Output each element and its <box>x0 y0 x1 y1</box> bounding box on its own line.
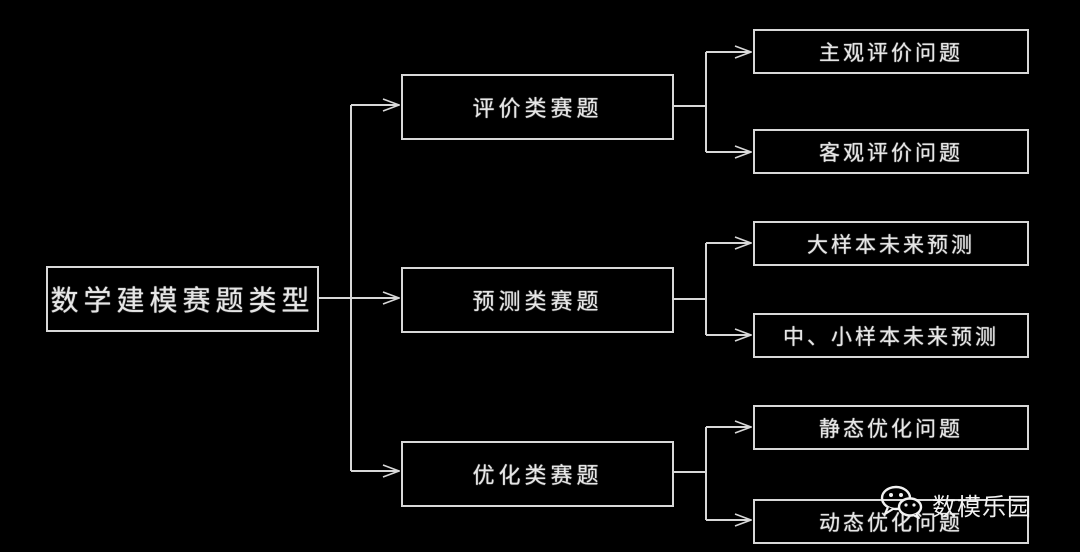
watermark: 数模乐园 <box>880 484 1032 524</box>
leaf-label: 静态优化问题 <box>819 416 963 441</box>
leaf-node-static-optimization: 静态优化问题 <box>753 405 1029 450</box>
root-node: 数学建模赛题类型 <box>46 266 319 332</box>
wechat-icon <box>880 484 924 524</box>
leaf-node-small-sample-prediction: 中、小样本未来预测 <box>753 313 1029 358</box>
category-node-prediction: 预测类赛题 <box>401 267 674 333</box>
category-label-optimization: 优化类赛题 <box>472 464 603 489</box>
leaf-node-objective-evaluation: 客观评价问题 <box>753 129 1029 174</box>
root-node-label: 数学建模赛题类型 <box>50 284 315 317</box>
category-node-evaluation: 评价类赛题 <box>401 74 674 140</box>
leaf-node-large-sample-prediction: 大样本未来预测 <box>753 221 1029 266</box>
leaf-label: 主观评价问题 <box>819 40 963 65</box>
leaf-label: 动态优化问题 <box>819 510 963 535</box>
category-label-prediction: 预测类赛题 <box>472 290 603 315</box>
leaf-label: 中、小样本未来预测 <box>783 324 999 349</box>
leaf-node-dynamic-optimization: 动态优化问题 <box>753 499 1029 544</box>
leaf-label: 客观评价问题 <box>819 140 963 165</box>
leaf-label: 大样本未来预测 <box>807 232 975 257</box>
watermark-text: 数模乐园 <box>932 492 1032 521</box>
leaf-node-subjective-evaluation: 主观评价问题 <box>753 29 1029 74</box>
category-node-optimization: 优化类赛题 <box>401 441 674 507</box>
category-label-evaluation: 评价类赛题 <box>472 97 603 122</box>
